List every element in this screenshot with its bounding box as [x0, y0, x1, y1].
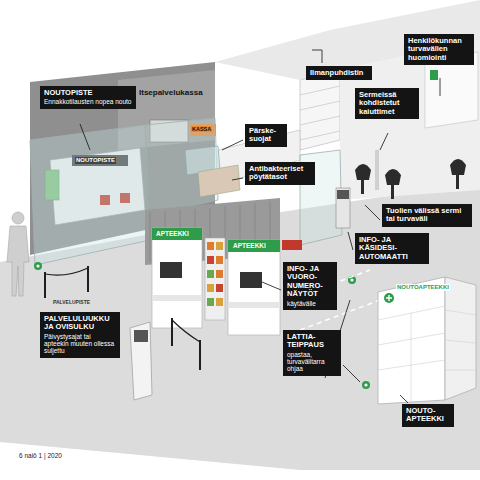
pharmacy-logo — [384, 293, 394, 303]
callout-body: Päivystysajat tai apteekin muuten olless… — [44, 333, 116, 355]
sanitizer-callout: INFO- JA KÄSIDESI- AUTOMAATTI — [355, 233, 429, 264]
chair-callout: Tuolien välissä sermi tai turvaväli — [382, 204, 472, 227]
number-display — [282, 240, 302, 250]
kiosk-screen — [134, 330, 148, 342]
sign-text: APTEEKKI — [232, 242, 267, 249]
desk-top — [228, 302, 280, 308]
speaker-callout: Sermeissä kohdistetut kaiuttimet — [355, 88, 419, 119]
sign — [430, 70, 438, 80]
callout-heading: Pärske- suojat — [249, 127, 283, 144]
callout-body: opastaa, turvavälitarra ohjaa — [287, 351, 337, 373]
pharmacy-logo-cross — [386, 295, 392, 301]
callout-heading: Ilmanpuhdistin — [310, 69, 368, 77]
sign-text: NOUTOPISTE — [75, 157, 116, 164]
glass-partition — [30, 125, 150, 265]
sanitizer-kiosk — [336, 188, 350, 228]
callout-heading: Sermeissä kohdistetut kaiuttimet — [359, 91, 415, 116]
queue-belts — [45, 268, 200, 342]
shelf — [300, 70, 340, 150]
queue-kiosk — [130, 322, 152, 400]
callout-heading: Henkilökunnan turvavälien huomiointi — [408, 37, 470, 62]
hatch-callout: PALVELULUUKKU JA OVISULKUPäivystysajat t… — [40, 312, 120, 358]
desk-sign — [152, 228, 202, 240]
table-callout: Antibakteeriset pöytätasot — [245, 162, 315, 185]
page-footer: 6 naiō 1 | 2020 — [18, 452, 63, 459]
air-purifier-callout: Ilmanpuhdistin — [306, 66, 372, 80]
product-shelf — [205, 238, 225, 320]
screen-divider — [375, 150, 379, 190]
desk-top — [152, 295, 202, 301]
person — [7, 212, 29, 296]
locker-callout: NOUTO- APTEEKKI — [402, 404, 454, 427]
locker-front — [378, 277, 445, 404]
shelf-lines — [300, 86, 340, 140]
callout-heading: NOUTO- APTEEKKI — [406, 407, 450, 424]
service-desk — [152, 228, 202, 328]
floor-tape-callout: LATTIA- TEIPPAUSopastaa, turvavälitarra … — [283, 330, 341, 376]
callout-heading: INFO- JA KÄSIDESI- AUTOMAATTI — [359, 236, 425, 261]
products — [207, 242, 223, 306]
splash-guard-callout: Pärske- suojat — [245, 124, 287, 147]
antibacterial-table — [198, 165, 240, 197]
area-label: Itsepalvelukassa — [138, 89, 204, 98]
locker-doors — [378, 306, 476, 402]
service-desk — [228, 240, 280, 335]
pickup-callout: NOUTOPISTEEnnakkotilausten nopea nouto — [40, 86, 136, 109]
sign-text: KASSA — [191, 126, 212, 132]
locker-side — [445, 277, 476, 400]
callout-heading: LATTIA- TEIPPAUS — [287, 333, 337, 350]
sign-text: NOUTOAPTEEKKI — [396, 284, 450, 291]
callout-heading: Antibakteeriset pöytätasot — [249, 165, 311, 182]
staff-distance-callout: Henkilökunnan turvavälien huomiointi — [404, 34, 474, 65]
kiosk-screen — [337, 190, 349, 199]
callout-heading: PALVELULUUKKU JA OVISULKU — [44, 315, 116, 332]
callout-body: käytävälle — [287, 300, 333, 307]
callout-body: Ennakkotilausten nopea nouto — [44, 98, 132, 105]
desk-sign — [228, 240, 280, 252]
callout-heading: INFO- JA VUORO- NUMERO- NÄYTÖT — [287, 265, 333, 299]
sign-text: APTEEKKI — [155, 230, 190, 237]
floor-markers — [34, 262, 370, 389]
display-callout: INFO- JA VUORO- NUMERO- NÄYTÖTkäytävälle — [283, 262, 337, 310]
monitor — [240, 272, 262, 288]
callout-heading: NOUTOPISTE — [44, 89, 132, 97]
floor-sign-text: PALVELUPISTE — [52, 300, 91, 306]
callout-heading: Tuolien välissä sermi tai turvaväli — [386, 207, 468, 224]
monitor — [160, 262, 182, 278]
chairs — [355, 159, 466, 199]
